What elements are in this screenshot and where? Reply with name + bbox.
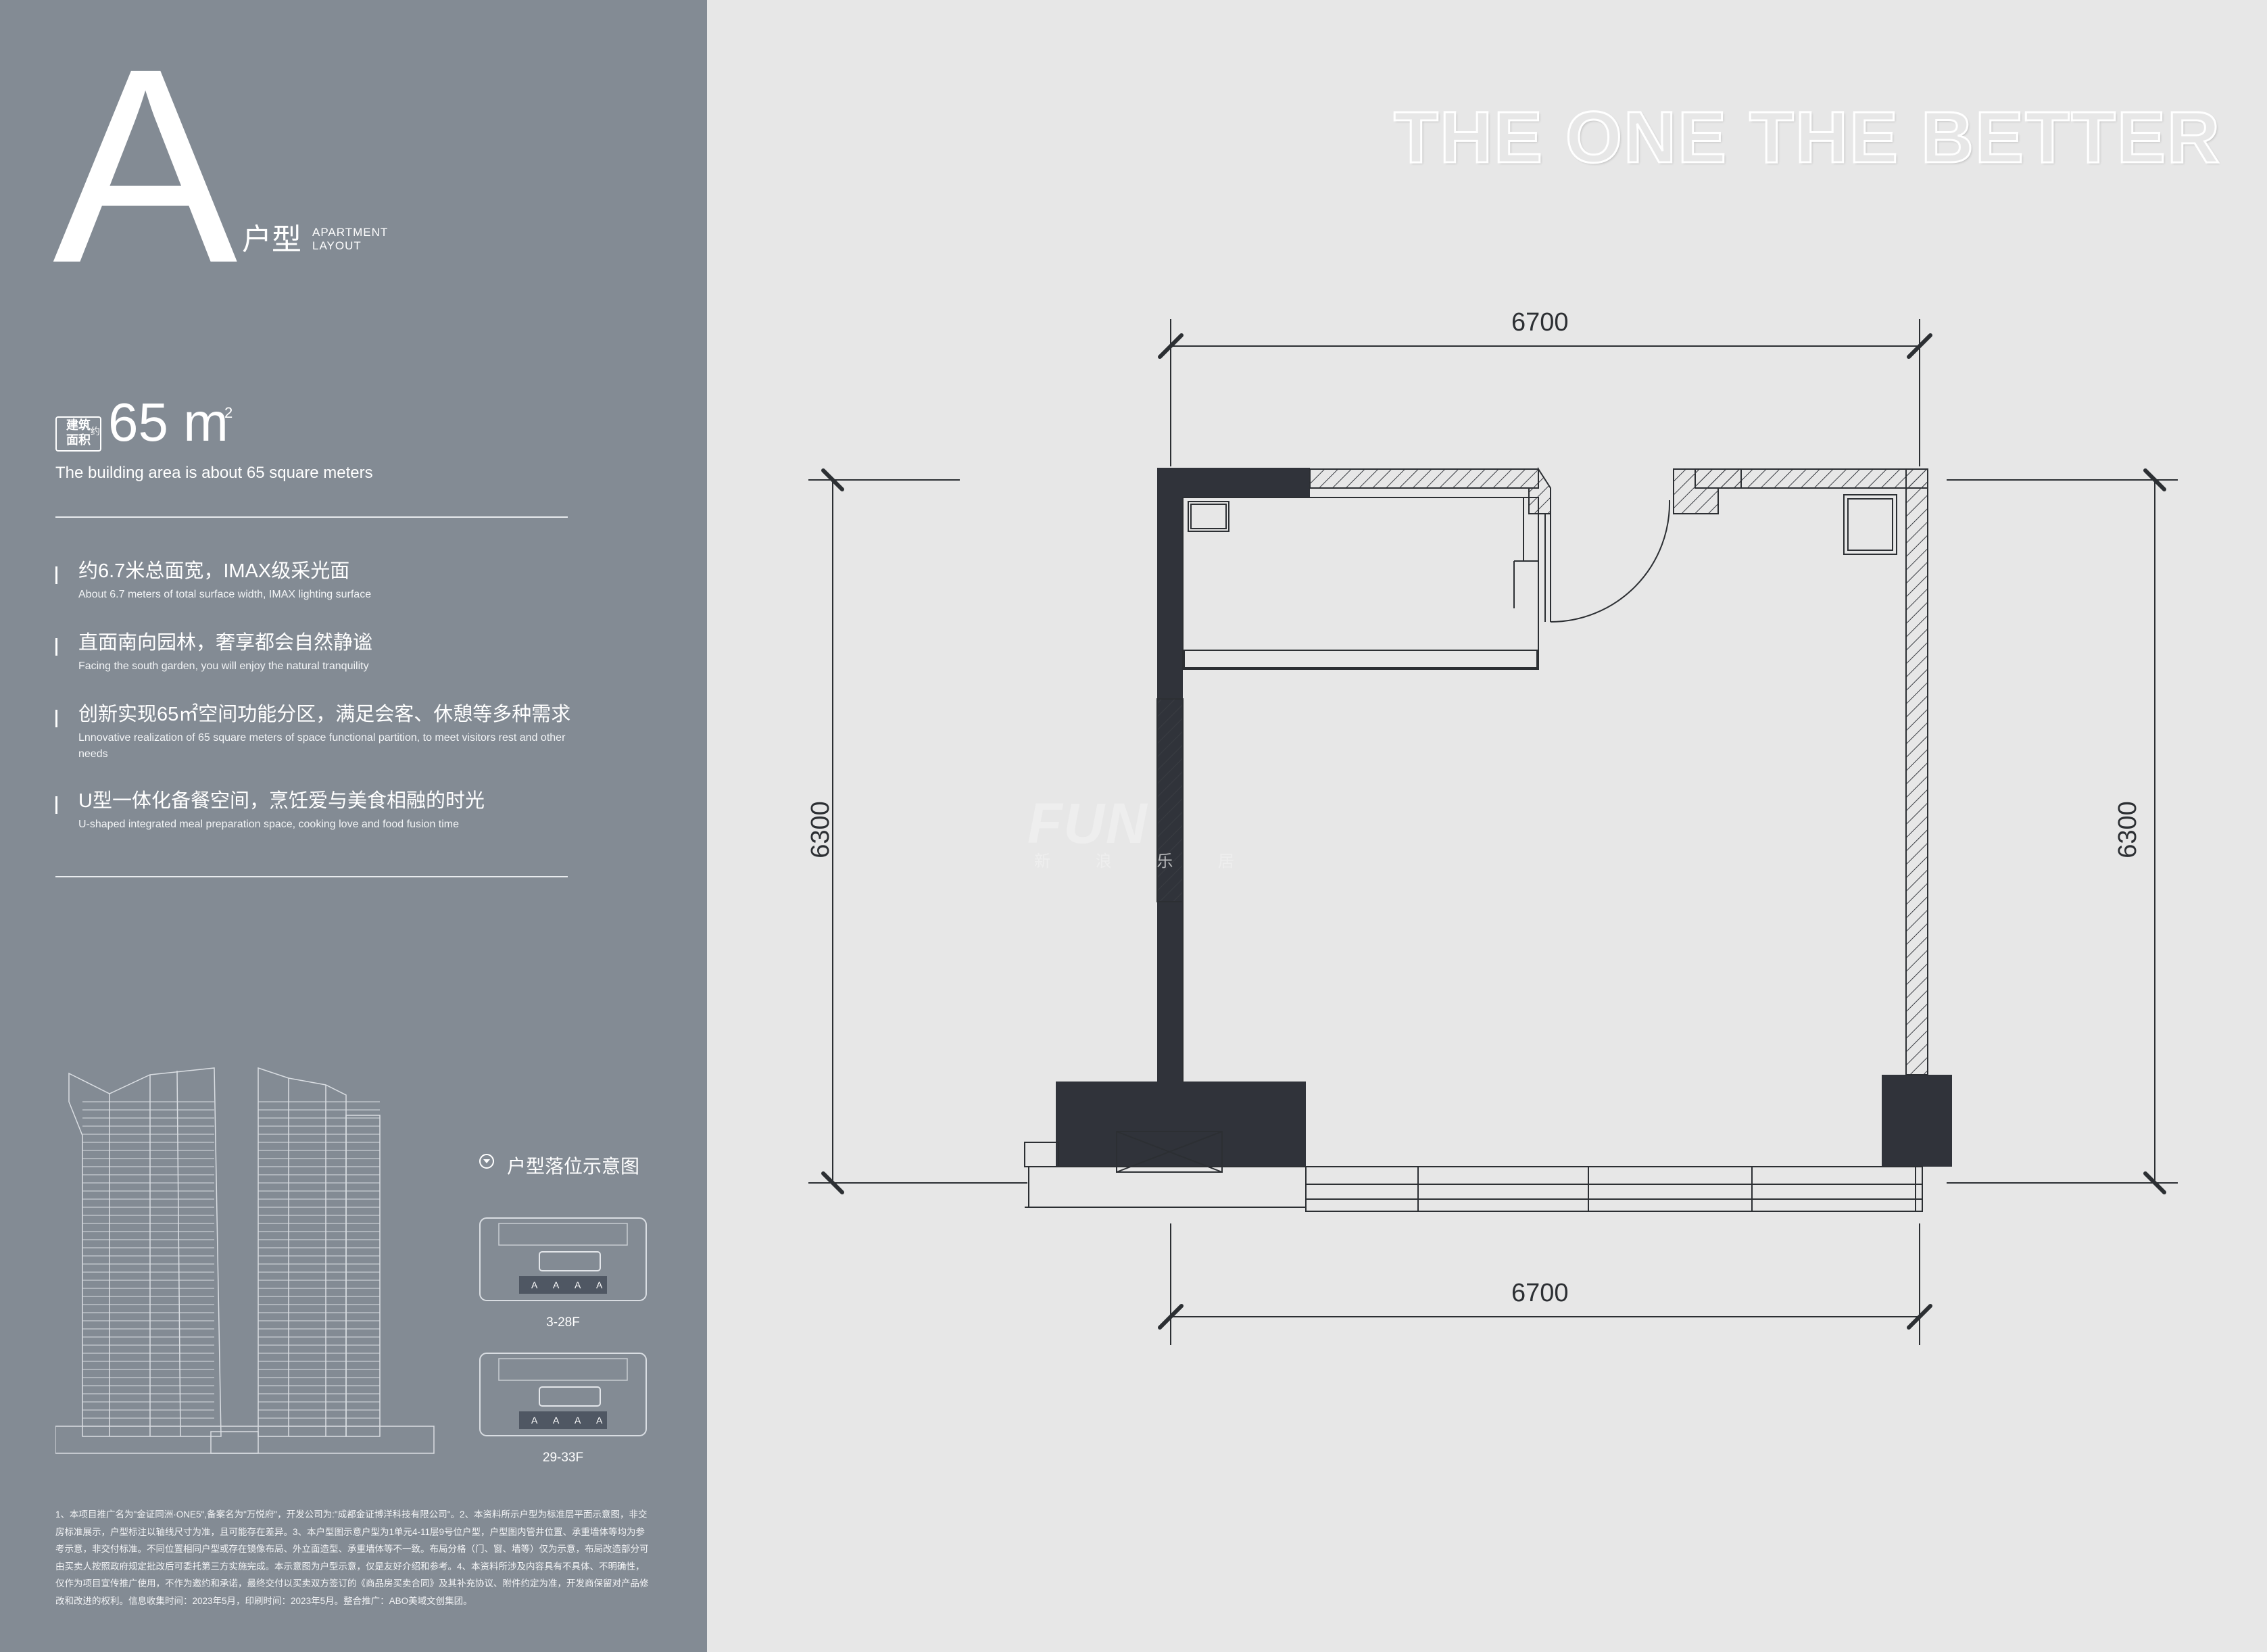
feature-bar: [55, 638, 57, 656]
dimension-right: 6300: [2113, 801, 2142, 858]
area-value: 65 m: [108, 392, 228, 452]
area-unit-superscript: 2: [224, 404, 233, 421]
unit-marker: A: [553, 1415, 560, 1426]
dimension-top: 6700: [1511, 308, 1569, 337]
locator-title: 户型落位示意图: [479, 1152, 639, 1179]
area-tag: 建筑 面积: [55, 416, 101, 452]
feature-bar: [55, 710, 57, 727]
dimension-left: 6300: [806, 801, 835, 858]
watermark-subtext: 新 浪 乐 居: [1034, 852, 1255, 871]
divider: [55, 516, 568, 518]
area-tag-line1: 建筑: [66, 418, 91, 432]
chevron-down-circle-icon: [479, 1154, 494, 1169]
feature-subtitle: Facing the south garden, you will enjoy …: [78, 660, 369, 672]
feature-title: 直面南向园林，奢享都会自然静谧: [78, 632, 373, 654]
feature-bar: [55, 796, 57, 814]
feature-item: 创新实现65㎡空间功能分区，满足会客、休憩等多种需求 Lnnovative re…: [55, 703, 583, 762]
floor-range-label: 29-33F: [542, 1451, 584, 1465]
area-approx: 约: [91, 426, 100, 437]
feature-item: 直面南向园林，奢享都会自然静谧 Facing the south garden,…: [55, 631, 596, 675]
unit-marker: A: [531, 1415, 538, 1426]
floor-plan-29-33f: A A A A: [479, 1353, 647, 1436]
feature-item: U型一体化备餐空间，烹饪爱与美食相融的时光 U-shaped integrate…: [55, 789, 596, 833]
layout-title-en-line1: APARTMENT: [312, 226, 389, 239]
locator-title-text: 户型落位示意图: [507, 1156, 640, 1177]
area-description: The building area is about 65 square met…: [55, 464, 373, 482]
unit-marker: A: [553, 1280, 560, 1290]
feature-title: 创新实现65㎡空间功能分区，满足会客、休憩等多种需求: [78, 704, 571, 725]
layout-title-en-line2: LAYOUT: [312, 239, 362, 252]
watermark-logo: FUN: [1027, 792, 1148, 855]
layout-title-en: APARTMENT LAYOUT: [312, 226, 388, 253]
area-tag-line2: 面积: [66, 433, 91, 447]
disclaimer-text: 1、本项目推广名为"金证同洲·ONE5",备案名为"万悦府"，开发公司为:"成都…: [55, 1509, 649, 1606]
floor-plan-3-28f: A A A A: [479, 1217, 647, 1301]
floor-plan-area: [707, 0, 2267, 1652]
unit-marker: A: [575, 1280, 581, 1290]
unit-marker: A: [596, 1415, 603, 1426]
slogan: THE ONE THE BETTER: [1392, 95, 2222, 179]
building-elevation-illustration: [55, 1067, 435, 1454]
unit-marker: A: [531, 1280, 538, 1290]
floor-range-label: 3-28F: [546, 1315, 580, 1330]
feature-item: 约6.7米总面宽，IMAX级采光面 About 6.7 meters of to…: [55, 560, 596, 603]
feature-title: U型一体化备餐空间，烹饪爱与美食相融的时光: [78, 790, 485, 812]
divider: [55, 876, 568, 877]
feature-subtitle: Lnnovative realization of 65 square mete…: [78, 732, 566, 760]
unit-marker: A: [596, 1280, 603, 1290]
feature-title: 约6.7米总面宽，IMAX级采光面: [78, 560, 350, 582]
feature-bar: [55, 566, 57, 584]
unit-marker: A: [575, 1415, 581, 1426]
info-panel: A 户型 APARTMENT LAYOUT 建筑 面积 约 65 m 2 The…: [0, 0, 707, 1652]
dimension-bottom: 6700: [1511, 1279, 1569, 1307]
feature-subtitle: U-shaped integrated meal preparation spa…: [78, 819, 460, 830]
layout-title-cn: 户型: [242, 223, 301, 256]
feature-subtitle: About 6.7 meters of total surface width,…: [78, 589, 372, 600]
unit-letter: A: [53, 11, 238, 320]
